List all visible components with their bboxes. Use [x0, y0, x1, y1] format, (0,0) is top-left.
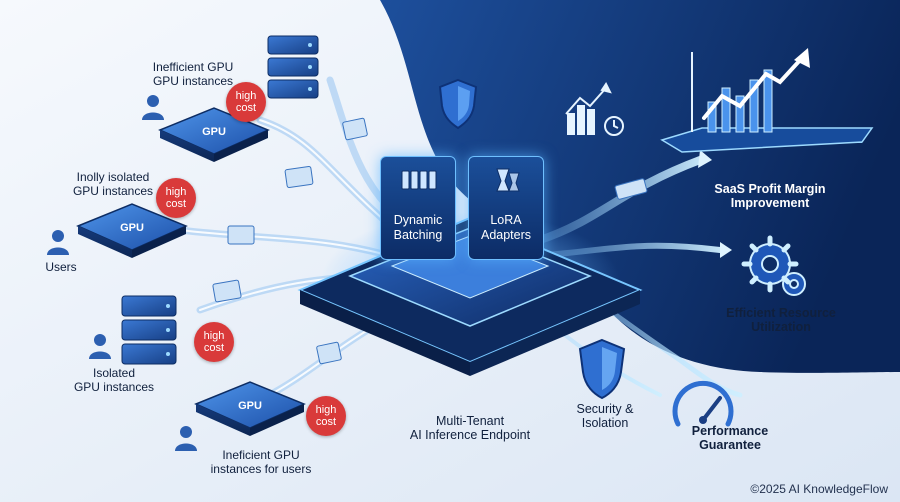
gpu-chip-3: GPU	[194, 381, 306, 436]
gpu-chip-text: GPU	[202, 126, 226, 138]
gears-icon	[741, 235, 806, 296]
growth-chart-icon	[660, 48, 874, 153]
server-rack-icon	[267, 35, 319, 99]
user-icon	[47, 95, 197, 451]
adapter-icon	[496, 168, 520, 192]
feature-dynamic-batching: Dynamic Batching	[380, 156, 456, 260]
benefit-label: SaaS Profit Margin Improvement	[714, 182, 826, 210]
gpu-group-label: Inolly isolated GPU instances	[72, 170, 154, 198]
feature-lora-adapters: LoRA Adapters	[468, 156, 544, 260]
feature-label: LoRA Adapters	[480, 213, 532, 242]
arrow-head-icon	[720, 242, 732, 258]
bar-chart-icon	[565, 82, 624, 136]
data-packets	[212, 117, 648, 365]
gpu-group-label: Isolated GPU instances	[73, 366, 155, 394]
center-caption: Multi-Tenant AI Inference Endpoint	[409, 414, 531, 442]
gpu-chip-text: GPU	[238, 400, 262, 412]
benefit-label: Performance Guarantee	[691, 424, 769, 452]
server-rack-icon	[121, 295, 177, 365]
users-label: Users	[45, 260, 77, 274]
gpu-group-label: Inefficient GPU GPU instances	[152, 60, 234, 88]
high-cost-badge: high cost	[194, 322, 234, 362]
shield-check-icon	[578, 338, 626, 400]
copyright-text: ©2025 AI KnowledgeFlow	[750, 482, 888, 496]
gpu-chip-text: GPU	[120, 222, 144, 234]
arrow-head-icon	[698, 150, 712, 168]
feature-label: Dynamic Batching	[393, 213, 443, 242]
gpu-chip-2: GPU	[76, 203, 188, 258]
benefit-label: Efficient Resource Utilization	[726, 306, 836, 334]
gpu-group-label: Ineficient GPU instances for users	[210, 448, 312, 476]
high-cost-badge: high cost	[156, 178, 196, 218]
high-cost-badge: high cost	[306, 396, 346, 436]
shield-icon	[438, 78, 478, 130]
high-cost-badge: high cost	[226, 82, 266, 122]
batching-icon	[401, 170, 437, 190]
benefit-label: Security & Isolation	[576, 402, 634, 430]
gauge-icon	[672, 380, 734, 427]
